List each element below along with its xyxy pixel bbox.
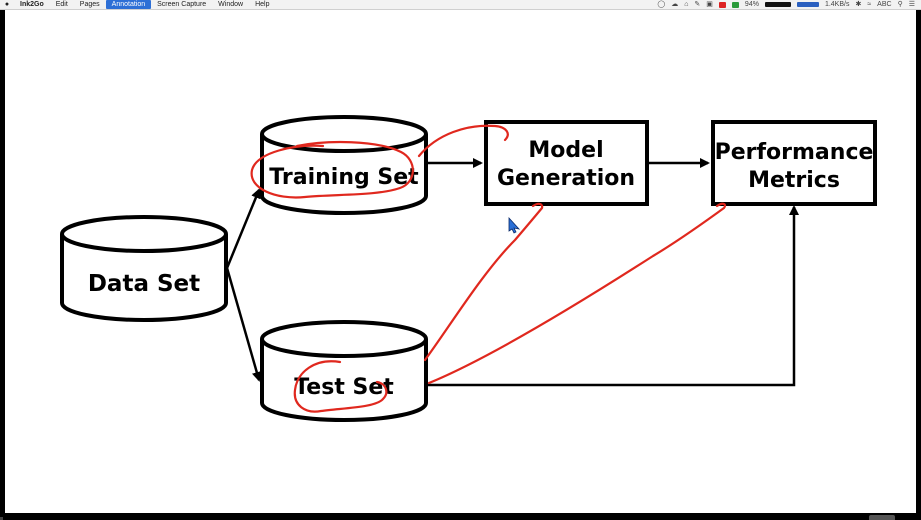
annotation-circle-training bbox=[250, 141, 414, 199]
annotation-curve-training-to-model bbox=[417, 124, 509, 158]
data-set-label: Data Set bbox=[88, 271, 200, 297]
notification-icon[interactable]: ☰ bbox=[908, 1, 915, 8]
bluetooth-icon[interactable]: ✱ bbox=[855, 1, 862, 8]
mouse-cursor bbox=[508, 216, 521, 234]
performance-metrics-box bbox=[711, 120, 877, 206]
test-set-cylinder bbox=[260, 320, 428, 422]
model-generation-label-line2: Generation bbox=[497, 166, 635, 191]
model-generation-box bbox=[484, 120, 649, 206]
wifi-icon[interactable]: ≈ bbox=[867, 1, 872, 8]
performance-metrics-label-line1: Performance bbox=[715, 140, 874, 165]
menu-pages[interactable]: Pages bbox=[79, 1, 100, 8]
search-icon[interactable]: ⚲ bbox=[897, 1, 903, 8]
training-set-label: Training Set bbox=[269, 165, 419, 190]
menu-edit[interactable]: Edit bbox=[55, 1, 68, 8]
bottom-toolbar-handle[interactable] bbox=[869, 515, 895, 520]
arrow-test-to-performance bbox=[427, 205, 799, 387]
red-annotations bbox=[250, 124, 727, 413]
menu-help[interactable]: Help bbox=[255, 1, 270, 8]
corner-marker bbox=[0, 517, 3, 520]
arrow-dataset-to-test bbox=[225, 267, 262, 382]
clipboard-icon[interactable]: ▣ bbox=[706, 1, 713, 8]
cylinder-body bbox=[260, 339, 428, 422]
status-tray: ◯ ☁ ⌂ ✎ ▣ 94% 1.4KB/s ✱ ≈ ABC ⚲ ☰ bbox=[657, 0, 921, 9]
test-set-label: Test Set bbox=[294, 375, 394, 400]
annotation-curve-test-to-model bbox=[423, 202, 544, 362]
battery-percent: 94% bbox=[744, 1, 759, 8]
record-indicator[interactable] bbox=[718, 1, 726, 8]
annotation-curve-test-to-performance bbox=[427, 202, 727, 385]
cylinder-body bbox=[260, 134, 428, 215]
sync-icon[interactable]: ◯ bbox=[657, 1, 666, 8]
menu-annotation[interactable]: Annotation bbox=[105, 0, 152, 9]
cylinder-body bbox=[60, 234, 228, 322]
data-set-cylinder bbox=[60, 215, 228, 322]
menu-bar: ● Ink2Go Edit Pages Annotation Screen Ca… bbox=[0, 0, 921, 10]
annotation-circle-test bbox=[293, 360, 388, 413]
network-speed: 1.4KB/s bbox=[824, 1, 850, 8]
input-source[interactable]: ABC bbox=[877, 1, 892, 8]
green-app-icon[interactable] bbox=[731, 1, 739, 8]
menu-app-name[interactable]: Ink2Go bbox=[20, 1, 44, 8]
cylinder-top bbox=[260, 320, 428, 358]
performance-metrics-label-line2: Metrics bbox=[748, 168, 840, 193]
battery-icon[interactable] bbox=[796, 2, 819, 7]
menu-screen-capture[interactable]: Screen Capture bbox=[157, 1, 207, 8]
audio-meter bbox=[764, 2, 791, 7]
training-set-cylinder bbox=[260, 115, 428, 215]
arrow-dataset-to-training bbox=[225, 188, 261, 269]
slide-canvas: Data Set Training Set Test Set Model Gen… bbox=[5, 10, 916, 513]
cylinder-top bbox=[60, 215, 228, 253]
connector-arrows bbox=[225, 158, 799, 387]
apple-icon[interactable]: ● bbox=[4, 1, 10, 8]
menu-window[interactable]: Window bbox=[218, 1, 244, 8]
cloud-icon[interactable]: ☁ bbox=[671, 1, 679, 8]
cylinder-top bbox=[260, 115, 428, 153]
home-icon[interactable]: ⌂ bbox=[684, 1, 689, 8]
workflow-diagram: Data Set Training Set Test Set Model Gen… bbox=[60, 115, 877, 422]
pen-icon[interactable]: ✎ bbox=[694, 1, 701, 8]
model-generation-label-line1: Model bbox=[528, 138, 603, 163]
